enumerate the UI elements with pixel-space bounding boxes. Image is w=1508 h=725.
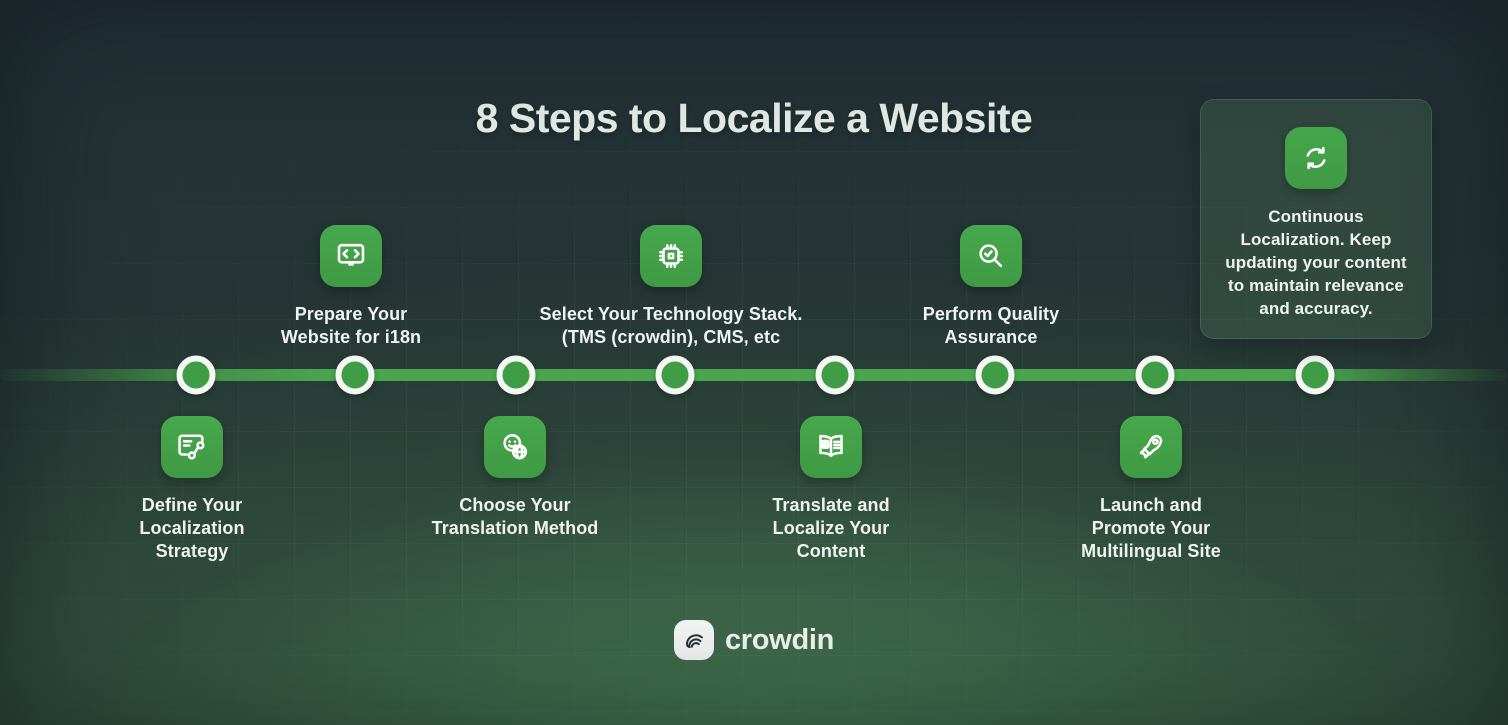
step-label: Perform Quality Assurance: [922, 304, 1060, 347]
crowdin-bird-icon: [685, 634, 703, 649]
step-icon-tile: [1285, 127, 1347, 189]
step-continuous-localization-card: Continuous Localization. Keep updating y…: [1200, 99, 1432, 339]
strategy-flow-icon: [178, 434, 205, 460]
timeline-dot: [815, 355, 855, 395]
step-prepare-i18n: Prepare Your Website for i18n: [265, 225, 437, 349]
cpu-chip-icon: [659, 244, 683, 268]
timeline-dot: [335, 355, 375, 395]
page-title: 8 Steps to Localize a Website: [475, 95, 1033, 142]
timeline-dot: [176, 355, 216, 395]
step-label: Prepare Your Website for i18n: [280, 304, 422, 347]
timeline-dot: [496, 355, 536, 395]
rocket-icon: [1139, 434, 1163, 459]
step-label: Translate and Localize Your Content: [772, 495, 890, 561]
step-label: Select Your Technology Stack. (TMS (crow…: [539, 304, 803, 347]
step-icon-tile: [484, 416, 546, 478]
open-book-icon: [819, 434, 843, 457]
step-translate-content: Translate and Localize Your Content: [755, 416, 907, 563]
step-technology-stack: Select Your Technology Stack. (TMS (crow…: [525, 225, 817, 349]
translator-globe-icon: [503, 434, 528, 460]
step-icon-tile: [640, 225, 702, 287]
crowdin-logo-tile: [673, 620, 714, 660]
step-icon-tile: [320, 225, 382, 287]
step-icon-tile: [161, 416, 223, 478]
brand-footer: crowdin: [0, 620, 1508, 660]
timeline-dot: [1295, 355, 1335, 395]
sync-icon: [1306, 146, 1326, 170]
step-label: Launch and Promote Your Multilingual Sit…: [1081, 495, 1221, 561]
step-label: Continuous Localization. Keep updating y…: [1225, 207, 1407, 318]
step-icon-tile: [1120, 416, 1182, 478]
step-translation-method: Choose Your Translation Method: [415, 416, 615, 540]
timeline-dot: [1135, 355, 1175, 395]
step-label: Choose Your Translation Method: [431, 495, 599, 538]
timeline-bar: [0, 369, 1508, 381]
search-check-icon: [979, 244, 1003, 268]
step-launch-promote: Launch and Promote Your Multilingual Sit…: [1075, 416, 1227, 563]
code-screen-icon: [337, 243, 365, 266]
step-icon-tile: [960, 225, 1022, 287]
step-define-strategy: Define Your Localization Strategy: [112, 416, 272, 563]
step-icon-tile: [800, 416, 862, 478]
brand-name: crowdin: [724, 623, 835, 656]
timeline-dot: [975, 355, 1015, 395]
step-label: Define Your Localization Strategy: [139, 495, 245, 561]
timeline-dot: [655, 355, 695, 395]
step-quality-assurance: Perform Quality Assurance: [891, 225, 1091, 349]
